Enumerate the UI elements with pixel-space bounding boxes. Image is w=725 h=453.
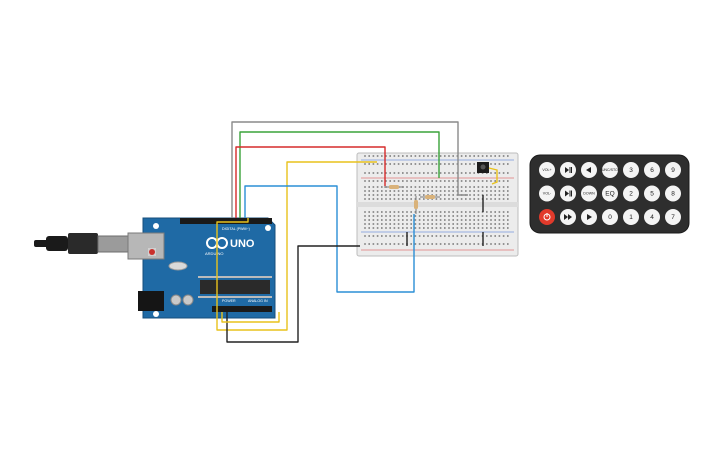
remote-button[interactable]: 9 [665, 162, 681, 178]
remote-button[interactable]: 1 [623, 209, 639, 225]
remote-button[interactable]: VOL- [539, 185, 555, 202]
pause-play-icon [565, 190, 572, 197]
usb-port [127, 232, 165, 260]
power-icon [543, 213, 551, 221]
remote-button[interactable]: 0 [602, 209, 618, 225]
remote-button-label: FUNC/STOP [600, 168, 621, 172]
breadboard-holes [364, 155, 509, 245]
crystal [168, 261, 188, 271]
wire-blue [244, 185, 415, 293]
board-model-label: UNO [230, 238, 255, 250]
wire-green [239, 131, 440, 218]
wire-red [235, 146, 386, 218]
wire-grey [231, 121, 468, 218]
remote-button[interactable] [581, 162, 597, 178]
remote-button-label: 2 [629, 191, 633, 198]
remote-button[interactable]: DOWN [581, 185, 597, 202]
remote-button-label: EQ [605, 191, 614, 198]
remote-button[interactable] [581, 209, 597, 225]
remote-button-label: 6 [650, 167, 654, 174]
remote-button-label: VOL- [543, 192, 552, 196]
remote-button-label: 0 [608, 214, 612, 221]
remote-button[interactable]: 8 [665, 185, 681, 202]
ir-receiver [477, 162, 489, 173]
arrow-left-icon [586, 167, 591, 173]
remote-button[interactable]: 7 [665, 209, 681, 225]
power-jack [138, 291, 164, 311]
remote-button-label: DOWN [583, 192, 595, 196]
remote-button-label: VOL+ [542, 168, 551, 172]
remote-button-label: 5 [650, 191, 654, 198]
remote-button[interactable]: 6 [644, 162, 660, 178]
microcontroller-chip [200, 280, 270, 294]
remote-button[interactable] [560, 162, 576, 178]
play-pause-icon [565, 167, 572, 173]
wire-yellow-power [221, 312, 280, 323]
play-icon [587, 214, 592, 220]
remote-button-label: 1 [629, 214, 633, 221]
wires [216, 121, 468, 343]
resistor [384, 185, 404, 189]
power-analog-header [212, 306, 272, 312]
wire-yellow [216, 161, 377, 331]
remote-button[interactable]: VOL+ [539, 162, 555, 178]
remote-button[interactable]: 5 [644, 185, 660, 202]
power-label: POWER [222, 299, 236, 303]
remote-button[interactable]: 4 [644, 209, 660, 225]
usb-cable [34, 233, 129, 254]
analog-label: ANALOG IN [248, 299, 268, 303]
remote-button[interactable] [560, 185, 576, 202]
remote-button[interactable]: EQ [602, 185, 618, 202]
breadboard-center-channel [357, 202, 518, 207]
remote-button[interactable] [539, 209, 555, 225]
resistor [414, 196, 418, 214]
reset-button[interactable] [149, 249, 155, 255]
remote-button-label: 4 [650, 214, 654, 221]
digital-header [180, 218, 272, 224]
remote-button[interactable] [560, 209, 576, 225]
remote-button-label: 9 [671, 167, 675, 174]
remote-button-label: 7 [671, 214, 675, 221]
arduino-logo: UNO ARDUINO [205, 237, 255, 256]
resistor [420, 195, 440, 199]
breadboard[interactable] [356, 152, 519, 257]
remote-button[interactable]: 2 [623, 185, 639, 202]
brand-label: ARDUINO [205, 251, 223, 256]
digital-header-label: DIGITAL (PWM~) [222, 227, 250, 231]
remote-button[interactable]: 3 [623, 162, 639, 178]
fast-forward-icon [564, 214, 572, 220]
wire-black [226, 245, 360, 343]
arduino-board[interactable]: UNO ARDUINO DIGITAL (PWM~) POWER ANALOG … [127, 217, 276, 319]
remote-button[interactable]: FUNC/STOP [600, 162, 621, 178]
remote-button-label: 3 [629, 167, 633, 174]
remote-button-label: 8 [671, 191, 675, 198]
